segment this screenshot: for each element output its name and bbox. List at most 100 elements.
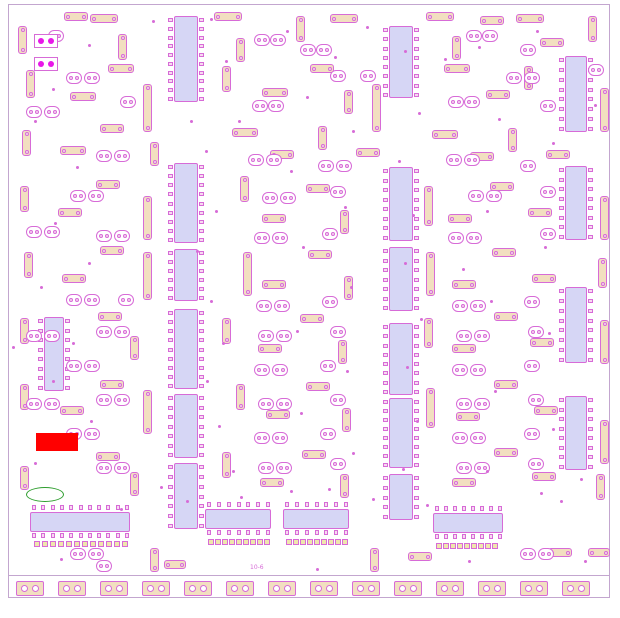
via [418, 112, 421, 115]
resistor [240, 176, 249, 202]
ic-pin [383, 362, 388, 366]
resistor [340, 210, 349, 234]
ic-pin [51, 505, 55, 510]
transistor [44, 106, 60, 118]
ic-pin [383, 334, 388, 338]
resistor [424, 186, 433, 226]
ic-pin [285, 530, 289, 535]
filled-pad [47, 61, 54, 67]
ic-pin [414, 325, 419, 329]
ic-pin [168, 495, 173, 499]
ic-pin [168, 366, 173, 370]
resistor [108, 64, 134, 73]
ic-pin [588, 97, 593, 101]
ic-pin [383, 476, 388, 480]
ic-pin [414, 427, 419, 431]
ic-pin [60, 505, 64, 510]
ic-pin [559, 398, 564, 402]
transistor [120, 96, 136, 108]
ic-pin [383, 463, 388, 467]
resistor [340, 474, 349, 498]
ic-dip-vertical [389, 474, 413, 520]
ic-pin [559, 299, 564, 303]
transistor [258, 462, 274, 474]
header-pin [492, 543, 498, 549]
ic-pin [383, 390, 388, 394]
transistor [254, 232, 270, 244]
via [34, 462, 37, 465]
ic-pin [559, 127, 564, 131]
resistor [24, 252, 33, 278]
connector-hole [357, 585, 364, 592]
connector-hole [483, 585, 490, 592]
ic-pin [199, 504, 204, 508]
transistor [538, 548, 554, 560]
transistor [96, 230, 112, 242]
connector-hole [21, 585, 28, 592]
ic-pin [199, 53, 204, 57]
ic-pin [435, 506, 439, 511]
ic-pin [414, 515, 419, 519]
ic-pin [559, 68, 564, 72]
header-pin [485, 543, 491, 549]
ic-pin [471, 534, 475, 539]
header-pin [436, 543, 442, 549]
resistor [64, 12, 88, 21]
resistor [426, 388, 435, 428]
transistor [66, 360, 82, 372]
transistor [96, 394, 112, 406]
ic-pin [168, 384, 173, 388]
ic-pin [324, 530, 328, 535]
resistor [444, 64, 470, 73]
ic-pin [168, 79, 173, 83]
ic-pin [498, 506, 502, 511]
ic-pin [199, 269, 204, 273]
ic-pin [588, 127, 593, 131]
resistor [243, 252, 252, 296]
ic-pin [588, 117, 593, 121]
transistor [258, 398, 274, 410]
ic-pin [246, 530, 250, 535]
resistor [22, 130, 31, 156]
ic-pin [383, 505, 388, 509]
header-pin [300, 539, 306, 545]
via [398, 160, 401, 163]
connector-hole [399, 585, 406, 592]
via [478, 46, 481, 49]
header-pin [457, 543, 463, 549]
ic-dip-vertical [389, 323, 413, 395]
transistor [456, 330, 472, 342]
transistor [254, 34, 270, 46]
header-pin [122, 541, 128, 547]
transistor [254, 432, 270, 444]
via [402, 468, 405, 471]
ic-pin [88, 533, 92, 538]
via [426, 504, 429, 507]
transistor [96, 150, 112, 162]
transistor [524, 72, 540, 84]
ic-pin [168, 444, 173, 448]
ic-pin [588, 197, 593, 201]
resistor [96, 180, 120, 189]
connector-hole [578, 585, 585, 592]
ic-pin [414, 505, 419, 509]
header-pin [236, 539, 242, 545]
resistor [222, 66, 231, 92]
ic-pin [559, 408, 564, 412]
ic-pin [559, 436, 564, 440]
via [350, 286, 353, 289]
connector [394, 581, 422, 596]
ic-dip-vertical [565, 56, 587, 132]
resistor [222, 318, 231, 344]
resistor [426, 252, 435, 296]
via [290, 490, 293, 493]
resistor [118, 34, 127, 60]
ic-pin [32, 533, 36, 538]
transistor [466, 232, 482, 244]
ic-pin [168, 211, 173, 215]
ic-pin [444, 506, 448, 511]
ic-pin [199, 384, 204, 388]
ic-pin [199, 183, 204, 187]
ic-pin [383, 278, 388, 282]
